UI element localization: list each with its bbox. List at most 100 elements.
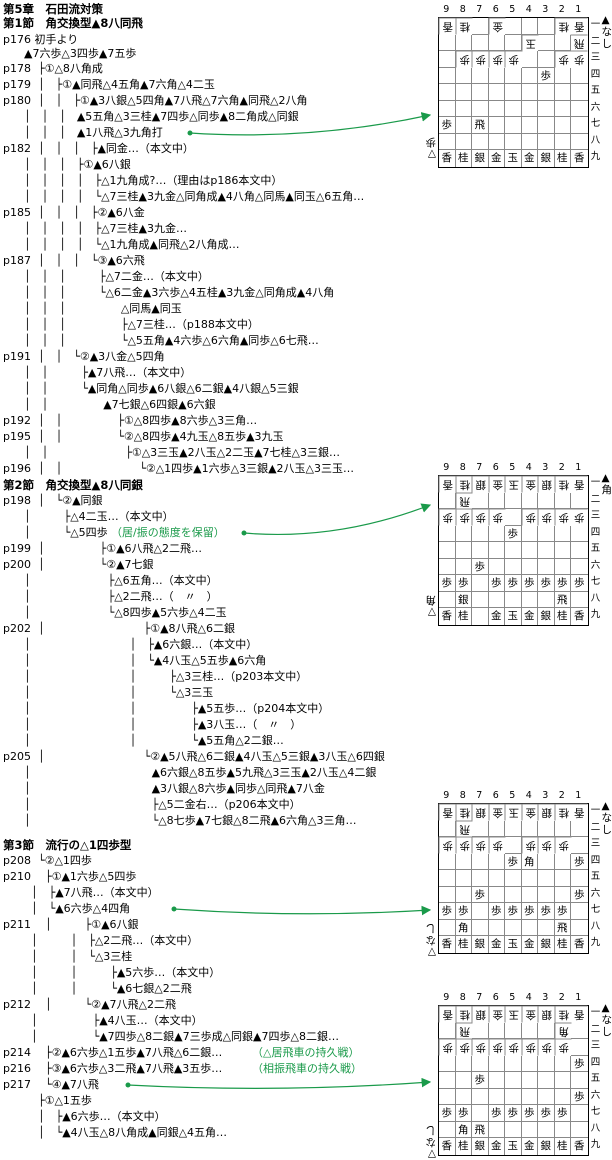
board-square: 歩	[489, 51, 506, 68]
file-label: 1	[570, 790, 587, 802]
board-square	[472, 920, 489, 937]
board-square	[555, 134, 572, 151]
board-square: 金	[522, 804, 539, 821]
board-square	[538, 854, 555, 871]
file-label: 5	[504, 790, 521, 802]
board-square: 歩	[456, 903, 473, 920]
board-square: 金	[489, 1006, 506, 1023]
file-label: 3	[537, 790, 554, 802]
board-square	[439, 870, 456, 887]
board-square	[505, 117, 522, 134]
board-square: 玉	[505, 476, 522, 493]
board-square: 玉	[505, 150, 522, 167]
file-label: 2	[554, 992, 571, 1004]
board-square: 香	[439, 150, 456, 167]
rank-label: 七	[590, 116, 602, 133]
board-square	[555, 35, 572, 52]
board-square	[538, 526, 555, 543]
rank-label: 三	[590, 1038, 602, 1055]
board-square	[489, 1072, 506, 1089]
file-label: 1	[570, 462, 587, 474]
rank-label: 四	[590, 525, 602, 542]
board-square: 香	[439, 1006, 456, 1023]
board-square: 香	[571, 476, 588, 493]
sente-hand: ▲なし	[602, 14, 612, 50]
board-square	[522, 51, 539, 68]
board-square	[456, 35, 473, 52]
board-square	[505, 84, 522, 101]
board-square: 桂	[456, 18, 473, 35]
rank-label: 八	[590, 919, 602, 936]
board-square	[555, 68, 572, 85]
board-square	[439, 526, 456, 543]
rank-label: 四	[590, 853, 602, 870]
board-square: 歩	[472, 559, 489, 576]
board-square	[472, 35, 489, 52]
arrow-connector	[174, 909, 430, 914]
board-square: 銀	[472, 1006, 489, 1023]
board-square: 金	[522, 476, 539, 493]
board-square	[439, 854, 456, 871]
board-square	[456, 1089, 473, 1106]
board-square: 歩	[571, 575, 588, 592]
file-label: 3	[537, 992, 554, 1004]
board-square	[439, 542, 456, 559]
board-square: 銀	[472, 936, 489, 953]
board-square	[555, 559, 572, 576]
board-square	[555, 1122, 572, 1139]
board-square	[505, 1122, 522, 1139]
board-square	[555, 1056, 572, 1073]
board-square	[472, 821, 489, 838]
board-square: 銀	[538, 1006, 555, 1023]
board-square: 歩	[522, 1039, 539, 1056]
board-square: 角	[456, 1122, 473, 1139]
board-square	[538, 870, 555, 887]
board-square	[555, 821, 572, 838]
board-square	[472, 84, 489, 101]
board-square	[489, 493, 506, 510]
board-square: 玉	[505, 936, 522, 953]
board-square	[439, 84, 456, 101]
file-label: 7	[471, 462, 488, 474]
board-square	[505, 134, 522, 151]
board-square	[439, 35, 456, 52]
board-square	[522, 84, 539, 101]
board-square	[571, 493, 588, 510]
board-square: 銀	[538, 804, 555, 821]
board-square: 歩	[456, 837, 473, 854]
file-label: 5	[504, 462, 521, 474]
file-label: 7	[471, 4, 488, 16]
rank-label: 九	[590, 1137, 602, 1154]
file-label: 8	[455, 790, 472, 802]
board-square: 歩	[538, 509, 555, 526]
board-grid: 香桂金桂香玉飛歩歩歩歩歩歩歩歩飛香桂銀金玉金銀桂香	[438, 17, 589, 168]
board-square: 歩	[489, 509, 506, 526]
board-square	[489, 84, 506, 101]
board-square	[505, 35, 522, 52]
board-square: 歩	[489, 837, 506, 854]
board-square: 歩	[555, 575, 572, 592]
board-square: 歩	[538, 837, 555, 854]
board-square	[522, 134, 539, 151]
gote-hand: ▽なし	[424, 1124, 436, 1160]
board-square	[505, 1056, 522, 1073]
board-square: 歩	[472, 887, 489, 904]
rank-label: 九	[590, 935, 602, 952]
board-square	[555, 117, 572, 134]
board-square	[489, 1122, 506, 1139]
board-square: 歩	[456, 575, 473, 592]
board-square	[472, 526, 489, 543]
board-square	[555, 542, 572, 559]
board-square: 金	[522, 1138, 539, 1155]
board-square: 角	[456, 920, 473, 937]
board-square	[538, 35, 555, 52]
rank-label: 二	[590, 820, 602, 837]
board-square: 歩	[555, 1039, 572, 1056]
board-square: 飛	[472, 1122, 489, 1139]
board-square: 銀	[538, 608, 555, 625]
board-square: 歩	[489, 903, 506, 920]
board-square	[472, 870, 489, 887]
board-square: 香	[571, 18, 588, 35]
file-label: 5	[504, 4, 521, 16]
sente-hand: ▲なし	[602, 800, 612, 836]
